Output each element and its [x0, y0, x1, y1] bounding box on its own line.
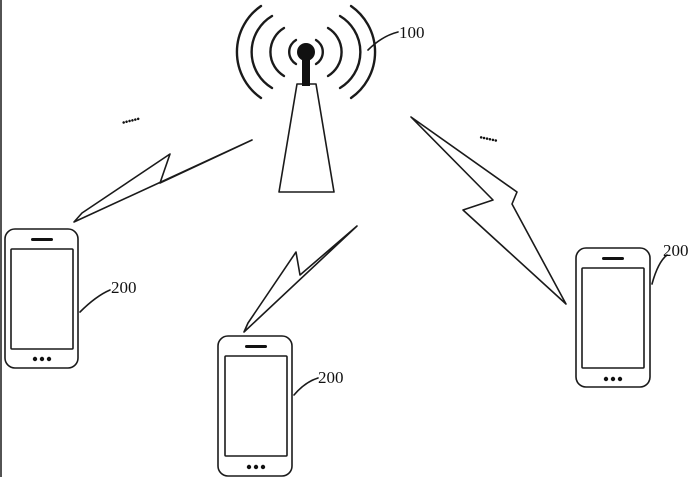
phone-body — [575, 247, 651, 388]
phone-button-dot — [46, 356, 52, 362]
radio-wave-left-3 — [250, 14, 274, 90]
phone-earpiece — [31, 238, 53, 241]
phone-button-dot — [617, 376, 623, 382]
phone-screen — [581, 267, 645, 369]
radio-wave-right-2 — [326, 26, 343, 78]
leader-line-100 — [367, 31, 399, 51]
radio-wave-left-2 — [269, 26, 286, 78]
terminal-left — [4, 228, 79, 369]
terminal-center — [217, 335, 293, 477]
label-base-station: 100 — [399, 23, 425, 42]
phone-button-dot — [603, 376, 609, 382]
phone-button-dot — [260, 464, 266, 470]
wireless-link-center — [243, 225, 358, 333]
label-terminal-left: 200 — [111, 278, 137, 297]
phone-button-dot — [39, 356, 45, 362]
tower-body — [278, 83, 335, 193]
leader-line-200-right — [651, 254, 668, 285]
wireless-link-right — [410, 116, 567, 305]
radio-wave-left-4 — [235, 4, 263, 100]
wireless-link-left — [73, 139, 253, 223]
phone-screen — [224, 355, 288, 457]
leader-line-200-left — [79, 289, 111, 313]
radio-wave-left-1 — [288, 38, 298, 66]
leader-line-200-center — [293, 377, 319, 396]
radio-wave-right-3 — [338, 14, 362, 90]
phone-earpiece — [245, 345, 267, 348]
phone-button-dot — [32, 356, 38, 362]
label-terminal-right: 200 — [663, 241, 689, 260]
radio-wave-right-4 — [349, 4, 377, 100]
phone-body — [4, 228, 79, 369]
phone-body — [217, 335, 293, 477]
phone-button-dot — [253, 464, 259, 470]
phone-earpiece — [602, 257, 624, 260]
base-station — [235, 4, 377, 193]
antenna-mast — [302, 54, 310, 86]
ellipsis-right: ...... — [478, 125, 500, 146]
phone-button-dot — [610, 376, 616, 382]
phone-screen — [10, 248, 74, 350]
label-terminal-center: 200 — [318, 368, 344, 387]
terminal-right — [575, 247, 651, 388]
phone-button-dot — [246, 464, 252, 470]
ellipsis-left: ...... — [119, 107, 142, 128]
antenna-tip — [297, 43, 315, 61]
radio-wave-right-1 — [314, 38, 324, 66]
